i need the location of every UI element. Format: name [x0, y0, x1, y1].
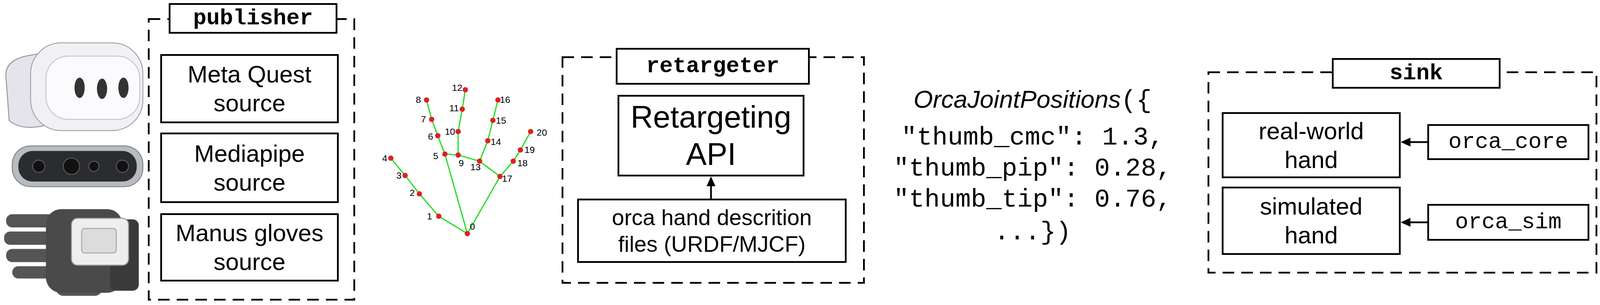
class-name: OrcaJointPositions: [913, 85, 1121, 114]
group-title-tag: sink: [1331, 58, 1501, 89]
depth-camera: [12, 146, 143, 187]
callout-number: 2: [409, 187, 416, 199]
dashed-border: [562, 57, 864, 284]
callout-number: 3: [396, 170, 402, 182]
callout-number: 7: [420, 114, 427, 125]
box-label: real-world hand: [1235, 116, 1387, 175]
dashed-border: [1208, 72, 1597, 274]
code-text: ...}): [994, 218, 1072, 248]
callout-number: 1: [427, 211, 433, 222]
code-text: "thumb_cmc": 1.3,: [901, 123, 1165, 153]
process-box: simulated hand: [1221, 186, 1401, 256]
process-box: Manus gloves source: [160, 213, 339, 282]
connector-line: [710, 186, 713, 199]
callout-number: 11: [449, 102, 460, 114]
package-box: orca_sim: [1427, 204, 1590, 242]
process-box: orca hand descrition files (URDF/MJCF): [577, 198, 847, 264]
callout-number: 5: [433, 150, 439, 162]
connector-line: [1410, 141, 1428, 144]
code-line: OrcaJointPositions({: [913, 84, 1153, 116]
box-label: orca_sim: [1454, 209, 1562, 237]
arrow-connector: [706, 176, 716, 199]
callout-number: 6: [427, 131, 434, 143]
dashed-group: retargeterRetargeting API orca hand descr…: [561, 56, 865, 285]
group-title: retargeter: [645, 53, 780, 80]
callout-number: 20: [536, 127, 547, 139]
connector-line: [1410, 221, 1428, 224]
hand-landmarks: [388, 87, 534, 237]
arrow-connector: [1400, 138, 1428, 147]
callout-number: 17: [502, 173, 513, 185]
callout-number: 18: [517, 158, 528, 169]
callout-number: 15: [495, 115, 507, 127]
hand-skeleton: [390, 89, 531, 234]
process-box: Mediapipe source: [160, 132, 339, 204]
code-text: "thumb_pip": 0.28,: [893, 154, 1173, 184]
vr-headset: [5, 43, 143, 131]
package-box: orca_core: [1427, 124, 1590, 161]
box-label: Manus gloves source: [167, 218, 332, 277]
callout-number: 19: [524, 144, 535, 156]
group-title: publisher: [193, 5, 313, 32]
process-box: Meta Quest source: [160, 54, 339, 124]
box-label: orca hand descrition files (URDF/MJCF): [601, 204, 824, 258]
code-text: "thumb_tip": 0.76,: [893, 185, 1173, 215]
callout-number: 13: [470, 162, 481, 173]
process-box: Retargeting API: [617, 95, 805, 177]
callout-number: 9: [458, 158, 464, 169]
box-label: Meta Quest source: [167, 59, 332, 118]
process-box: real-world hand: [1221, 112, 1401, 179]
callout-number: 4: [382, 153, 388, 164]
box-label: Retargeting API: [626, 98, 796, 174]
arrowhead: [1400, 218, 1411, 228]
callout-number: 10: [444, 126, 456, 138]
dashed-border: [148, 19, 355, 301]
code-text: ({: [1120, 86, 1153, 116]
arrow-connector: [1400, 218, 1428, 228]
group-title: sink: [1389, 60, 1443, 88]
callout-number: 16: [499, 94, 511, 106]
callout-number: 8: [415, 94, 422, 106]
dashed-group: publisherMeta Quest sourceMediapipe sour…: [147, 18, 356, 301]
box-label: orca_core: [1448, 129, 1569, 156]
group-title-tag: publisher: [168, 3, 338, 34]
callout-number: 14: [490, 136, 501, 148]
arrowhead: [1400, 138, 1411, 147]
haptic-glove: [3, 209, 139, 297]
box-label: simulated hand: [1235, 192, 1387, 250]
group-title-tag: retargeter: [615, 47, 810, 85]
box-label: Mediapipe source: [167, 139, 332, 198]
dashed-group: sinkreal-world handorca_coresimulated ha…: [1207, 71, 1598, 274]
callout-number: 12: [451, 82, 463, 94]
arrowhead: [706, 176, 716, 187]
callout-number: 0: [469, 221, 476, 233]
